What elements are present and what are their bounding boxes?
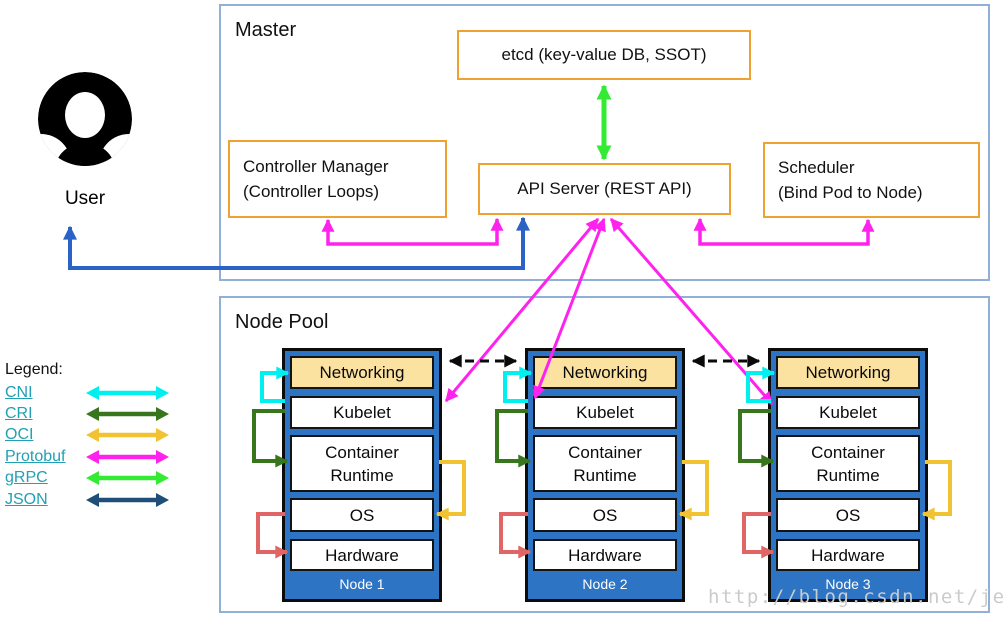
etcd-label: etcd (key-value DB, SSOT): [501, 45, 707, 64]
api-server-box: API Server (REST API): [478, 163, 731, 215]
api-server-label: API Server (REST API): [517, 179, 692, 198]
watermark: http://blog.csdn.net/jettery: [708, 586, 1005, 608]
scheduler-box: Scheduler (Bind Pod to Node): [763, 142, 980, 218]
hardware-layer: Hardware: [776, 539, 920, 571]
os-layer: OS: [533, 498, 677, 532]
legend-link-cri[interactable]: CRI: [5, 405, 33, 423]
legend-row-cni: CNI: [5, 382, 170, 403]
legend-link-grpc[interactable]: gRPC: [5, 469, 48, 487]
os-layer: OS: [290, 498, 434, 532]
user-label: User: [64, 188, 106, 209]
legend-row-oci: OCI: [5, 425, 170, 446]
legend-link-cni[interactable]: CNI: [5, 383, 33, 401]
legend-title: Legend:: [5, 361, 63, 378]
json-arrow-icon: [86, 492, 169, 507]
container-runtime-layer: Container Runtime: [776, 435, 920, 492]
networking-layer: Networking: [533, 356, 677, 389]
kubelet-layer: Kubelet: [533, 396, 677, 429]
scheduler-line1: Scheduler: [778, 158, 855, 177]
os-label: OS: [349, 505, 375, 525]
node-pool-panel: Node Pool Networking Kubelet Container R…: [219, 296, 990, 613]
controller-manager-line2: (Controller Loops): [243, 182, 380, 201]
legend-link-oci[interactable]: OCI: [5, 426, 34, 444]
legend-link-protobuf[interactable]: Protobuf: [5, 447, 66, 465]
user-icon: [33, 70, 137, 170]
legend-row-protobuf: Protobuf: [5, 446, 170, 467]
networking-label: Networking: [805, 363, 891, 382]
node-2: Networking Kubelet Container Runtime OS …: [525, 348, 685, 602]
hardware-layer: Hardware: [533, 539, 677, 571]
legend-row-cri: CRI: [5, 403, 170, 424]
kubelet-label: Kubelet: [576, 403, 634, 422]
legend-link-json[interactable]: JSON: [5, 490, 48, 508]
hardware-label: Hardware: [811, 545, 885, 565]
scheduler-line2: (Bind Pod to Node): [778, 183, 923, 202]
hardware-label: Hardware: [568, 545, 642, 565]
networking-label: Networking: [319, 363, 405, 382]
cni-arrow-icon: [86, 385, 169, 400]
node-1: Networking Kubelet Container Runtime OS …: [282, 348, 442, 602]
master-panel: Master etcd (key-value DB, SSOT) Control…: [219, 4, 990, 281]
kubelet-label: Kubelet: [333, 403, 391, 422]
runtime-label-line1: Container: [325, 442, 399, 462]
controller-manager-line1: Controller Manager: [243, 157, 389, 176]
runtime-label-line2: Runtime: [330, 465, 394, 485]
legend-row-json: JSON: [5, 489, 170, 510]
runtime-label-line1: Container: [568, 442, 642, 462]
networking-label: Networking: [562, 363, 648, 382]
kubelet-label: Kubelet: [819, 403, 877, 422]
runtime-label-line2: Runtime: [573, 465, 637, 485]
hardware-layer: Hardware: [290, 539, 434, 571]
legend: Legend: CNI CRI OCI: [5, 361, 170, 510]
etcd-box: etcd (key-value DB, SSOT): [457, 30, 751, 80]
runtime-label-line1: Container: [811, 442, 885, 462]
container-runtime-layer: Container Runtime: [290, 435, 434, 492]
node-3: Networking Kubelet Container Runtime OS …: [768, 348, 928, 602]
node-pool-title: Node Pool: [235, 311, 329, 333]
container-runtime-layer: Container Runtime: [533, 435, 677, 492]
os-label: OS: [835, 505, 861, 525]
node-3-name: Node 3: [825, 576, 871, 592]
runtime-label-line2: Runtime: [816, 465, 880, 485]
controller-manager-box: Controller Manager (Controller Loops): [228, 140, 447, 218]
kubelet-layer: Kubelet: [290, 396, 434, 429]
oci-arrow-icon: [86, 428, 169, 443]
node-1-name: Node 1: [339, 576, 385, 592]
networking-layer: Networking: [776, 356, 920, 389]
networking-layer: Networking: [290, 356, 434, 389]
legend-row-grpc: gRPC: [5, 468, 170, 489]
master-title: Master: [235, 19, 297, 41]
protobuf-arrow-icon: [86, 449, 169, 464]
hardware-label: Hardware: [325, 545, 399, 565]
os-layer: OS: [776, 498, 920, 532]
grpc-arrow-icon: [86, 471, 169, 486]
cri-arrow-icon: [86, 407, 169, 422]
kubelet-layer: Kubelet: [776, 396, 920, 429]
node-2-name: Node 2: [582, 576, 628, 592]
os-label: OS: [592, 505, 618, 525]
